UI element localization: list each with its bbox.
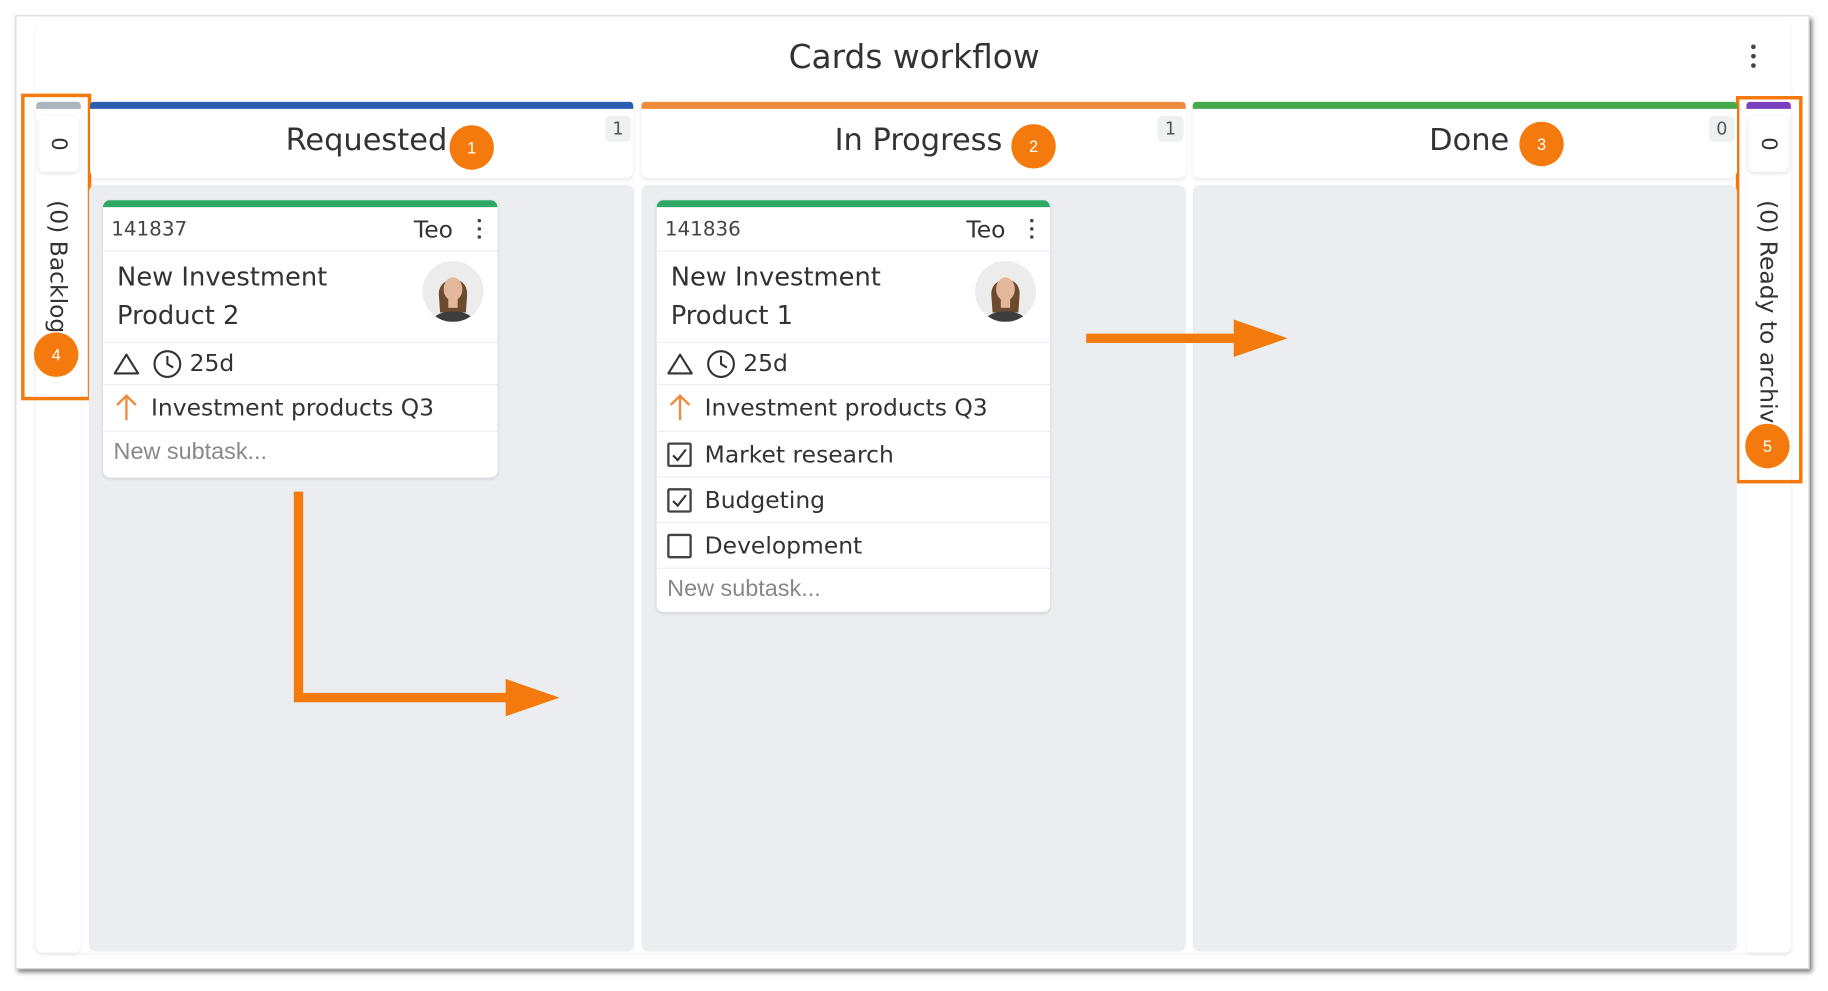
card-title-row: New Investment Product 1 [656, 252, 1050, 343]
column-count: 0 [1748, 115, 1789, 173]
board-more-icon[interactable] [1744, 42, 1763, 72]
column-count: 0 [1708, 115, 1735, 142]
column-color-bar [1192, 101, 1738, 109]
subtask-item: Budgeting [656, 478, 1050, 524]
column-count: 1 [1157, 115, 1184, 142]
column-header-requested[interactable]: Requested 1 [90, 101, 634, 178]
subtask-label[interactable]: Budgeting [704, 485, 826, 514]
card-title[interactable]: New Investment Product 1 [670, 263, 881, 332]
card-duration: 25d [189, 348, 235, 377]
page-title: Cards workflow [788, 37, 1040, 77]
subtask-item: Development [656, 523, 1050, 569]
card-header: 141837 Teo [103, 207, 498, 252]
card-menu-icon[interactable] [1027, 217, 1036, 243]
column-count: 0 [38, 115, 79, 173]
annotation-badge: 2 [1011, 124, 1056, 169]
right-arrow-head [1233, 319, 1288, 358]
column-ready-to-archive-collapsed[interactable]: 0 (0) Ready to archive [1746, 101, 1791, 953]
card-color-bar [103, 200, 498, 208]
card[interactable]: 141837 Teo New Investment Product 2 [103, 200, 498, 478]
new-subtask-row [657, 569, 1050, 612]
l-shaped-arrow-head [505, 678, 560, 717]
arrow-up-icon [116, 393, 137, 421]
checkbox-unchecked-icon[interactable] [667, 533, 692, 559]
card-id: 141836 [664, 217, 741, 242]
arrow-up-icon [669, 393, 691, 421]
card-title[interactable]: New Investment Product 2 [117, 263, 328, 332]
annotation-badge: 5 [1745, 423, 1790, 469]
column-title: Done [1429, 122, 1510, 159]
highlight-box-ready-to-archive [1735, 95, 1803, 484]
card-title-row: New Investment Product 2 [103, 252, 498, 343]
column-color-bar [36, 101, 81, 109]
card-header: 141836 Teo [656, 207, 1050, 252]
card-color-bar [656, 200, 1050, 208]
subtask-label[interactable]: Market research [704, 440, 894, 469]
column-color-bar [1746, 101, 1791, 109]
card-meta-row: 25d [103, 343, 498, 386]
card-goal: Investment products Q3 [150, 393, 435, 422]
card-goal-row[interactable]: Investment products Q3 [103, 385, 498, 432]
new-subtask-input[interactable] [113, 438, 465, 466]
card-meta-row: 25d [656, 343, 1050, 386]
clock-icon [707, 350, 735, 378]
card-id: 141837 [111, 217, 188, 242]
annotation-badge: 4 [33, 332, 79, 377]
checkbox-checked-icon[interactable] [667, 488, 692, 513]
new-subtask-input[interactable] [667, 575, 1019, 603]
annotation-badge: 3 [1519, 121, 1564, 167]
column-title: Requested [285, 122, 448, 159]
column-title: In Progress [834, 122, 1003, 159]
column-color-bar [641, 101, 1186, 109]
triangle-warning-icon[interactable] [112, 352, 140, 375]
card-menu-icon[interactable] [474, 217, 483, 243]
column-color-bar [90, 101, 634, 109]
subtask-label[interactable]: Development [704, 531, 863, 560]
annotation-badge: 1 [449, 125, 494, 170]
new-subtask-row [103, 432, 497, 478]
subtask-item: Market research [656, 432, 1050, 478]
avatar[interactable] [975, 261, 1036, 322]
column-header-done[interactable]: Done 0 [1192, 101, 1738, 178]
card-owner[interactable]: Teo [413, 215, 453, 244]
column-header-in-progress[interactable]: In Progress 1 [641, 101, 1186, 178]
l-shaped-arrow-line [293, 491, 516, 703]
card-goal: Investment products Q3 [704, 393, 988, 422]
checkbox-checked-icon[interactable] [667, 442, 692, 468]
avatar[interactable] [422, 261, 484, 322]
column-backlog-collapsed[interactable]: 0 (0) Backlog [36, 101, 81, 953]
clock-icon [153, 350, 182, 378]
triangle-warning-icon[interactable] [666, 352, 694, 375]
card-goal-row[interactable]: Investment products Q3 [656, 385, 1050, 432]
card-owner[interactable]: Teo [966, 215, 1006, 244]
column-body-done [1192, 184, 1738, 952]
card[interactable]: 141836 Teo New Investment Product 1 [656, 200, 1050, 613]
card-duration: 25d [743, 348, 788, 377]
column-count: 1 [605, 115, 631, 142]
